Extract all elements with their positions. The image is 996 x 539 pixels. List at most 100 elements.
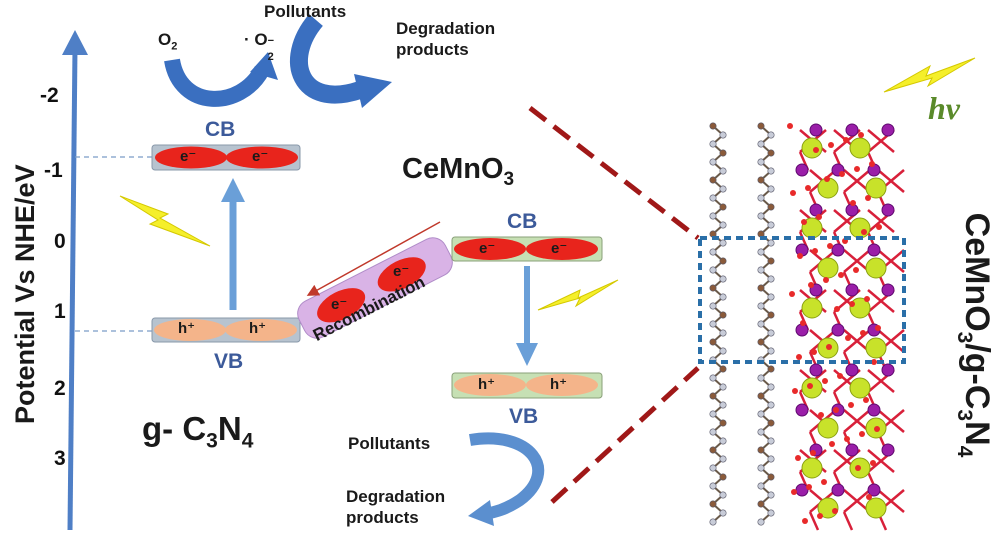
o-atom — [818, 412, 824, 418]
tick-label: 2 — [54, 377, 66, 400]
o-atom — [861, 229, 867, 235]
sheet-atom — [757, 338, 765, 346]
mn-atom — [831, 483, 845, 497]
sheet-atom — [757, 212, 765, 220]
sheet-atom — [709, 266, 717, 274]
oxide-bond — [843, 169, 871, 193]
o-atom — [791, 489, 797, 495]
o-atom — [829, 441, 835, 447]
superoxide-label: · O−2 — [244, 30, 275, 63]
sheet-atom — [757, 176, 765, 184]
sheet-atom — [719, 455, 727, 463]
sheet-atom — [757, 482, 765, 490]
sheet-atom — [767, 419, 775, 427]
o-atom — [850, 200, 856, 206]
g-c3n4-cb-electron-text-2: e⁻ — [252, 148, 269, 165]
sheet-atom — [767, 185, 775, 193]
axis-title: Potential Vs NHE/eV — [10, 164, 40, 424]
o-atom — [813, 147, 819, 153]
oxide-bond — [808, 511, 820, 531]
sheet-atom — [757, 302, 765, 310]
top-curved-arrow-2 — [290, 14, 392, 108]
sheet-atom — [719, 491, 727, 499]
sheet-atom — [767, 401, 775, 409]
sheet-atom — [719, 473, 727, 481]
sheet-atom — [757, 464, 765, 472]
sheet-atom — [719, 257, 727, 265]
o-atom — [863, 397, 869, 403]
o-atom — [790, 190, 796, 196]
mn-atom — [881, 203, 895, 217]
sheet-atom — [767, 509, 775, 517]
sheet-atom — [767, 455, 775, 463]
mn-atom — [867, 243, 881, 257]
cemno3-vb-hole-text-1: h⁺ — [478, 376, 496, 393]
sheet-atom — [719, 167, 727, 175]
o-atom — [810, 450, 816, 456]
o-atom — [821, 479, 827, 485]
sheet-atom — [719, 401, 727, 409]
o-atom — [802, 518, 808, 524]
tick-label: 3 — [54, 447, 66, 470]
sheet-atom — [767, 383, 775, 391]
g-c3n4-vb-label: VB — [214, 350, 244, 373]
o-atom — [817, 513, 823, 519]
mn-atom — [795, 483, 809, 497]
g-c3n4-cb-electron-2 — [226, 146, 298, 169]
sheet-atom — [757, 266, 765, 274]
g-c3n4-excitation-arrow — [221, 178, 245, 310]
sheet-atom — [709, 158, 717, 166]
sheet-atom — [767, 491, 775, 499]
o-atom — [843, 137, 849, 143]
cemno3-cb-electron-text-2: e⁻ — [551, 240, 568, 257]
o-atom — [797, 253, 803, 259]
o-atom — [839, 171, 845, 177]
o-atom — [823, 277, 829, 283]
o-atom — [844, 436, 850, 442]
o-atom — [792, 388, 798, 394]
mn-atom — [845, 123, 859, 137]
sheet-atom — [719, 329, 727, 337]
sheet-atom — [709, 392, 717, 400]
g-c3n4-vb-band — [151, 317, 301, 343]
zoom-line-top — [528, 106, 700, 240]
mn-atom — [881, 443, 895, 457]
sheet-atom — [767, 239, 775, 247]
mn-atom — [809, 203, 823, 217]
o-atom — [833, 407, 839, 413]
sheet-atom — [709, 122, 717, 130]
cemno3-vb-hole-text-2: h⁺ — [550, 376, 568, 393]
ce-atom — [849, 137, 871, 159]
mn-atom — [831, 243, 845, 257]
sheet-atom — [719, 509, 727, 517]
o-atom — [866, 494, 872, 500]
o-atom — [869, 161, 875, 167]
mn-atom — [867, 403, 881, 417]
tick-label: 1 — [54, 300, 66, 323]
o-atom — [834, 306, 840, 312]
sheet-atom — [709, 446, 717, 454]
o-atom — [871, 359, 877, 365]
o-atom — [826, 344, 832, 350]
sheet-atom — [709, 176, 717, 184]
sheet-atom — [719, 293, 727, 301]
sheet-atom — [767, 365, 775, 373]
ce-atom — [801, 297, 823, 319]
cemno3-cb-electron-text-1: e⁻ — [479, 240, 496, 257]
g-c3n4-cb-label: CB — [205, 118, 236, 141]
lightning-bolt-center — [537, 279, 619, 311]
mn-atom — [867, 483, 881, 497]
top-curved-arrow-1 — [164, 52, 278, 107]
sheet-atom — [709, 464, 717, 472]
g-c3n4-cb-electron-text-1: e⁻ — [180, 148, 197, 165]
ce-atom — [817, 417, 839, 439]
sheet-atom — [719, 347, 727, 355]
o-atom — [824, 176, 830, 182]
o-atom — [858, 132, 864, 138]
sheet-atom — [719, 203, 727, 211]
bottom-curved-arrow — [468, 432, 545, 526]
sheet-atom — [709, 374, 717, 382]
mn-atom — [881, 283, 895, 297]
cemno3-cb-label: CB — [507, 210, 538, 233]
